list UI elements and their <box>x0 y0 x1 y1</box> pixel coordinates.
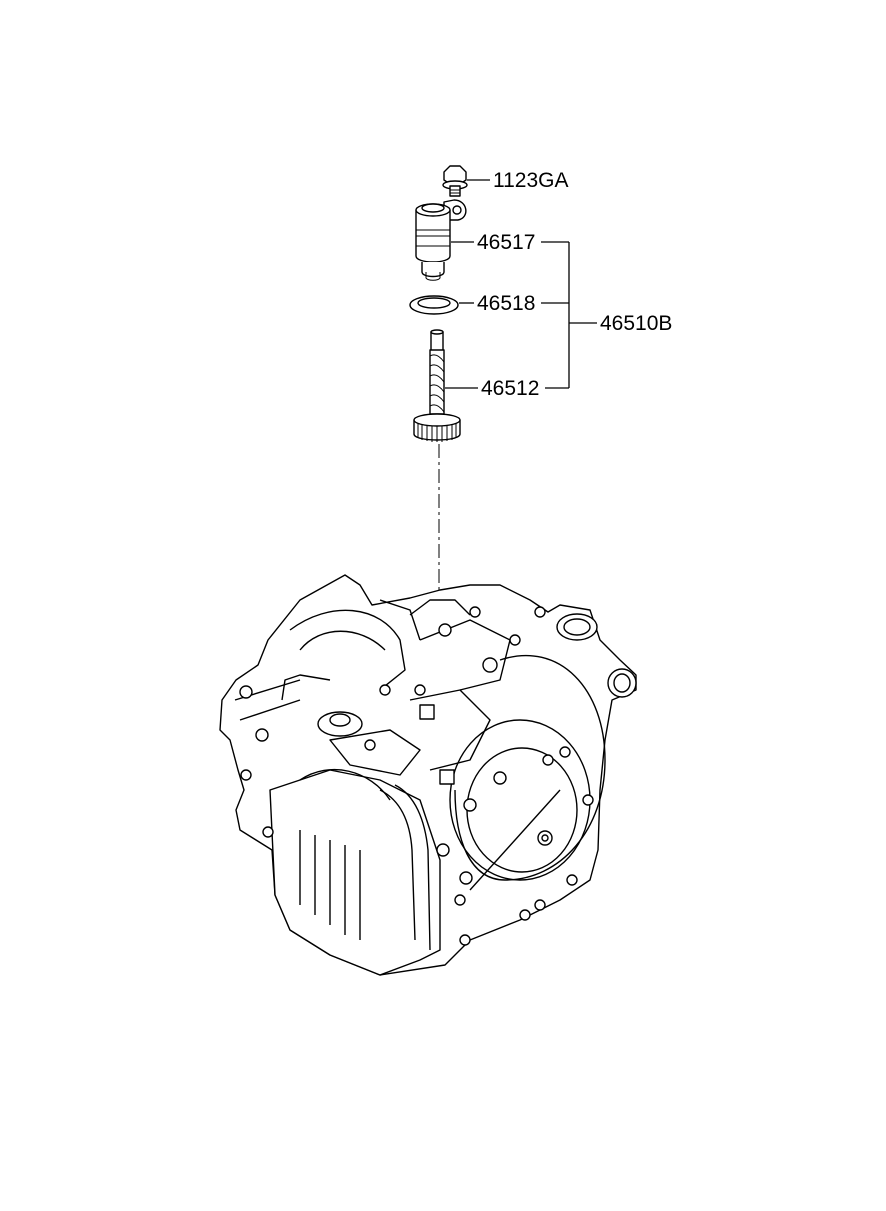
callout-1123ga[interactable]: 1123GA <box>493 169 569 192</box>
callout-46512[interactable]: 46512 <box>481 377 539 400</box>
callout-46518[interactable]: 46518 <box>477 292 535 315</box>
callout-46510b[interactable]: 46510B <box>600 312 672 335</box>
callout-46517[interactable]: 46517 <box>477 231 535 254</box>
transaxle-icon[interactable] <box>219 574 637 976</box>
speedometer-sensor-icon[interactable] <box>415 199 467 281</box>
assembly-bracket <box>541 241 597 389</box>
bolt-icon[interactable] <box>442 165 468 197</box>
driven-gear-icon[interactable] <box>413 329 461 442</box>
o-ring-icon[interactable] <box>409 295 459 315</box>
